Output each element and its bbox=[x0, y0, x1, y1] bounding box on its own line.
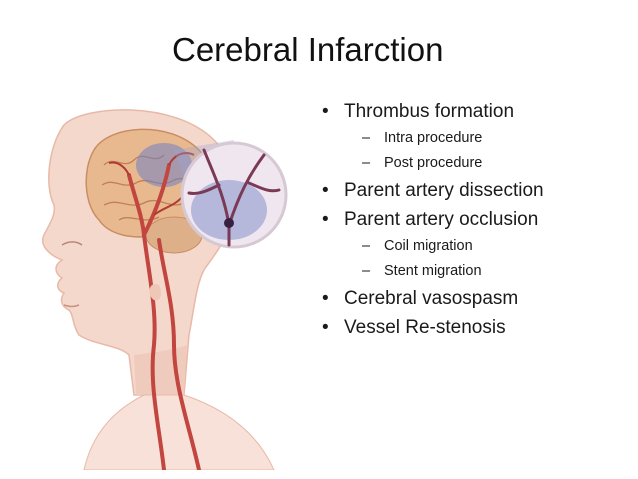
slide-title: Cerebral Infarction bbox=[172, 31, 444, 68]
bullet-list: • Thrombus formation – Intra procedure –… bbox=[322, 99, 622, 344]
sub-bullet-dash: – bbox=[362, 130, 371, 146]
zoom-circle bbox=[180, 141, 288, 249]
mouth bbox=[63, 304, 80, 308]
eye bbox=[61, 241, 83, 246]
clot-marker bbox=[224, 218, 234, 228]
sub-bullet-text: Intra procedure bbox=[384, 130, 483, 146]
bullet-item: • Cerebral vasospasm bbox=[322, 286, 622, 312]
sub-bullet-dash: – bbox=[362, 238, 371, 254]
bullet-item: • Thrombus formation bbox=[322, 99, 622, 125]
bullet-item: • Vessel Re-stenosis bbox=[322, 315, 622, 341]
arteries bbox=[127, 163, 201, 470]
sub-bullet-item: – Stent migration bbox=[322, 261, 622, 281]
sub-bullet-text: Coil migration bbox=[384, 238, 473, 254]
sub-bullet-dash: – bbox=[362, 263, 371, 279]
sub-bullet-dash: – bbox=[362, 155, 371, 171]
bullet-item: • Parent artery occlusion bbox=[322, 207, 622, 233]
bullet-dot: • bbox=[322, 288, 329, 309]
sub-bullet-text: Post procedure bbox=[384, 155, 483, 171]
bullet-dot: • bbox=[322, 101, 329, 122]
bullet-text: Parent artery occlusion bbox=[344, 209, 539, 230]
ischemic-area bbox=[136, 143, 192, 187]
bullet-item: • Parent artery dissection bbox=[322, 178, 622, 204]
bullet-dot: • bbox=[322, 180, 329, 201]
bullet-dot: • bbox=[322, 209, 329, 230]
sub-bullet-text: Stent migration bbox=[384, 263, 482, 279]
bullet-text: Cerebral vasospasm bbox=[344, 288, 519, 309]
zoom-vessels bbox=[187, 148, 281, 247]
ear bbox=[149, 283, 162, 301]
shoulder bbox=[83, 394, 275, 470]
bullet-text: Vessel Re-stenosis bbox=[344, 317, 506, 338]
sub-bullet-item: – Intra procedure bbox=[322, 128, 622, 148]
head-brain-artery-illustration bbox=[42, 109, 288, 470]
sub-bullet-item: – Post procedure bbox=[322, 153, 622, 173]
bullet-dot: • bbox=[322, 317, 329, 338]
zoom-ischemia bbox=[191, 180, 267, 240]
bullet-text: Parent artery dissection bbox=[344, 180, 544, 201]
bullet-text: Thrombus formation bbox=[344, 101, 515, 122]
sub-bullet-item: – Coil migration bbox=[322, 236, 622, 256]
